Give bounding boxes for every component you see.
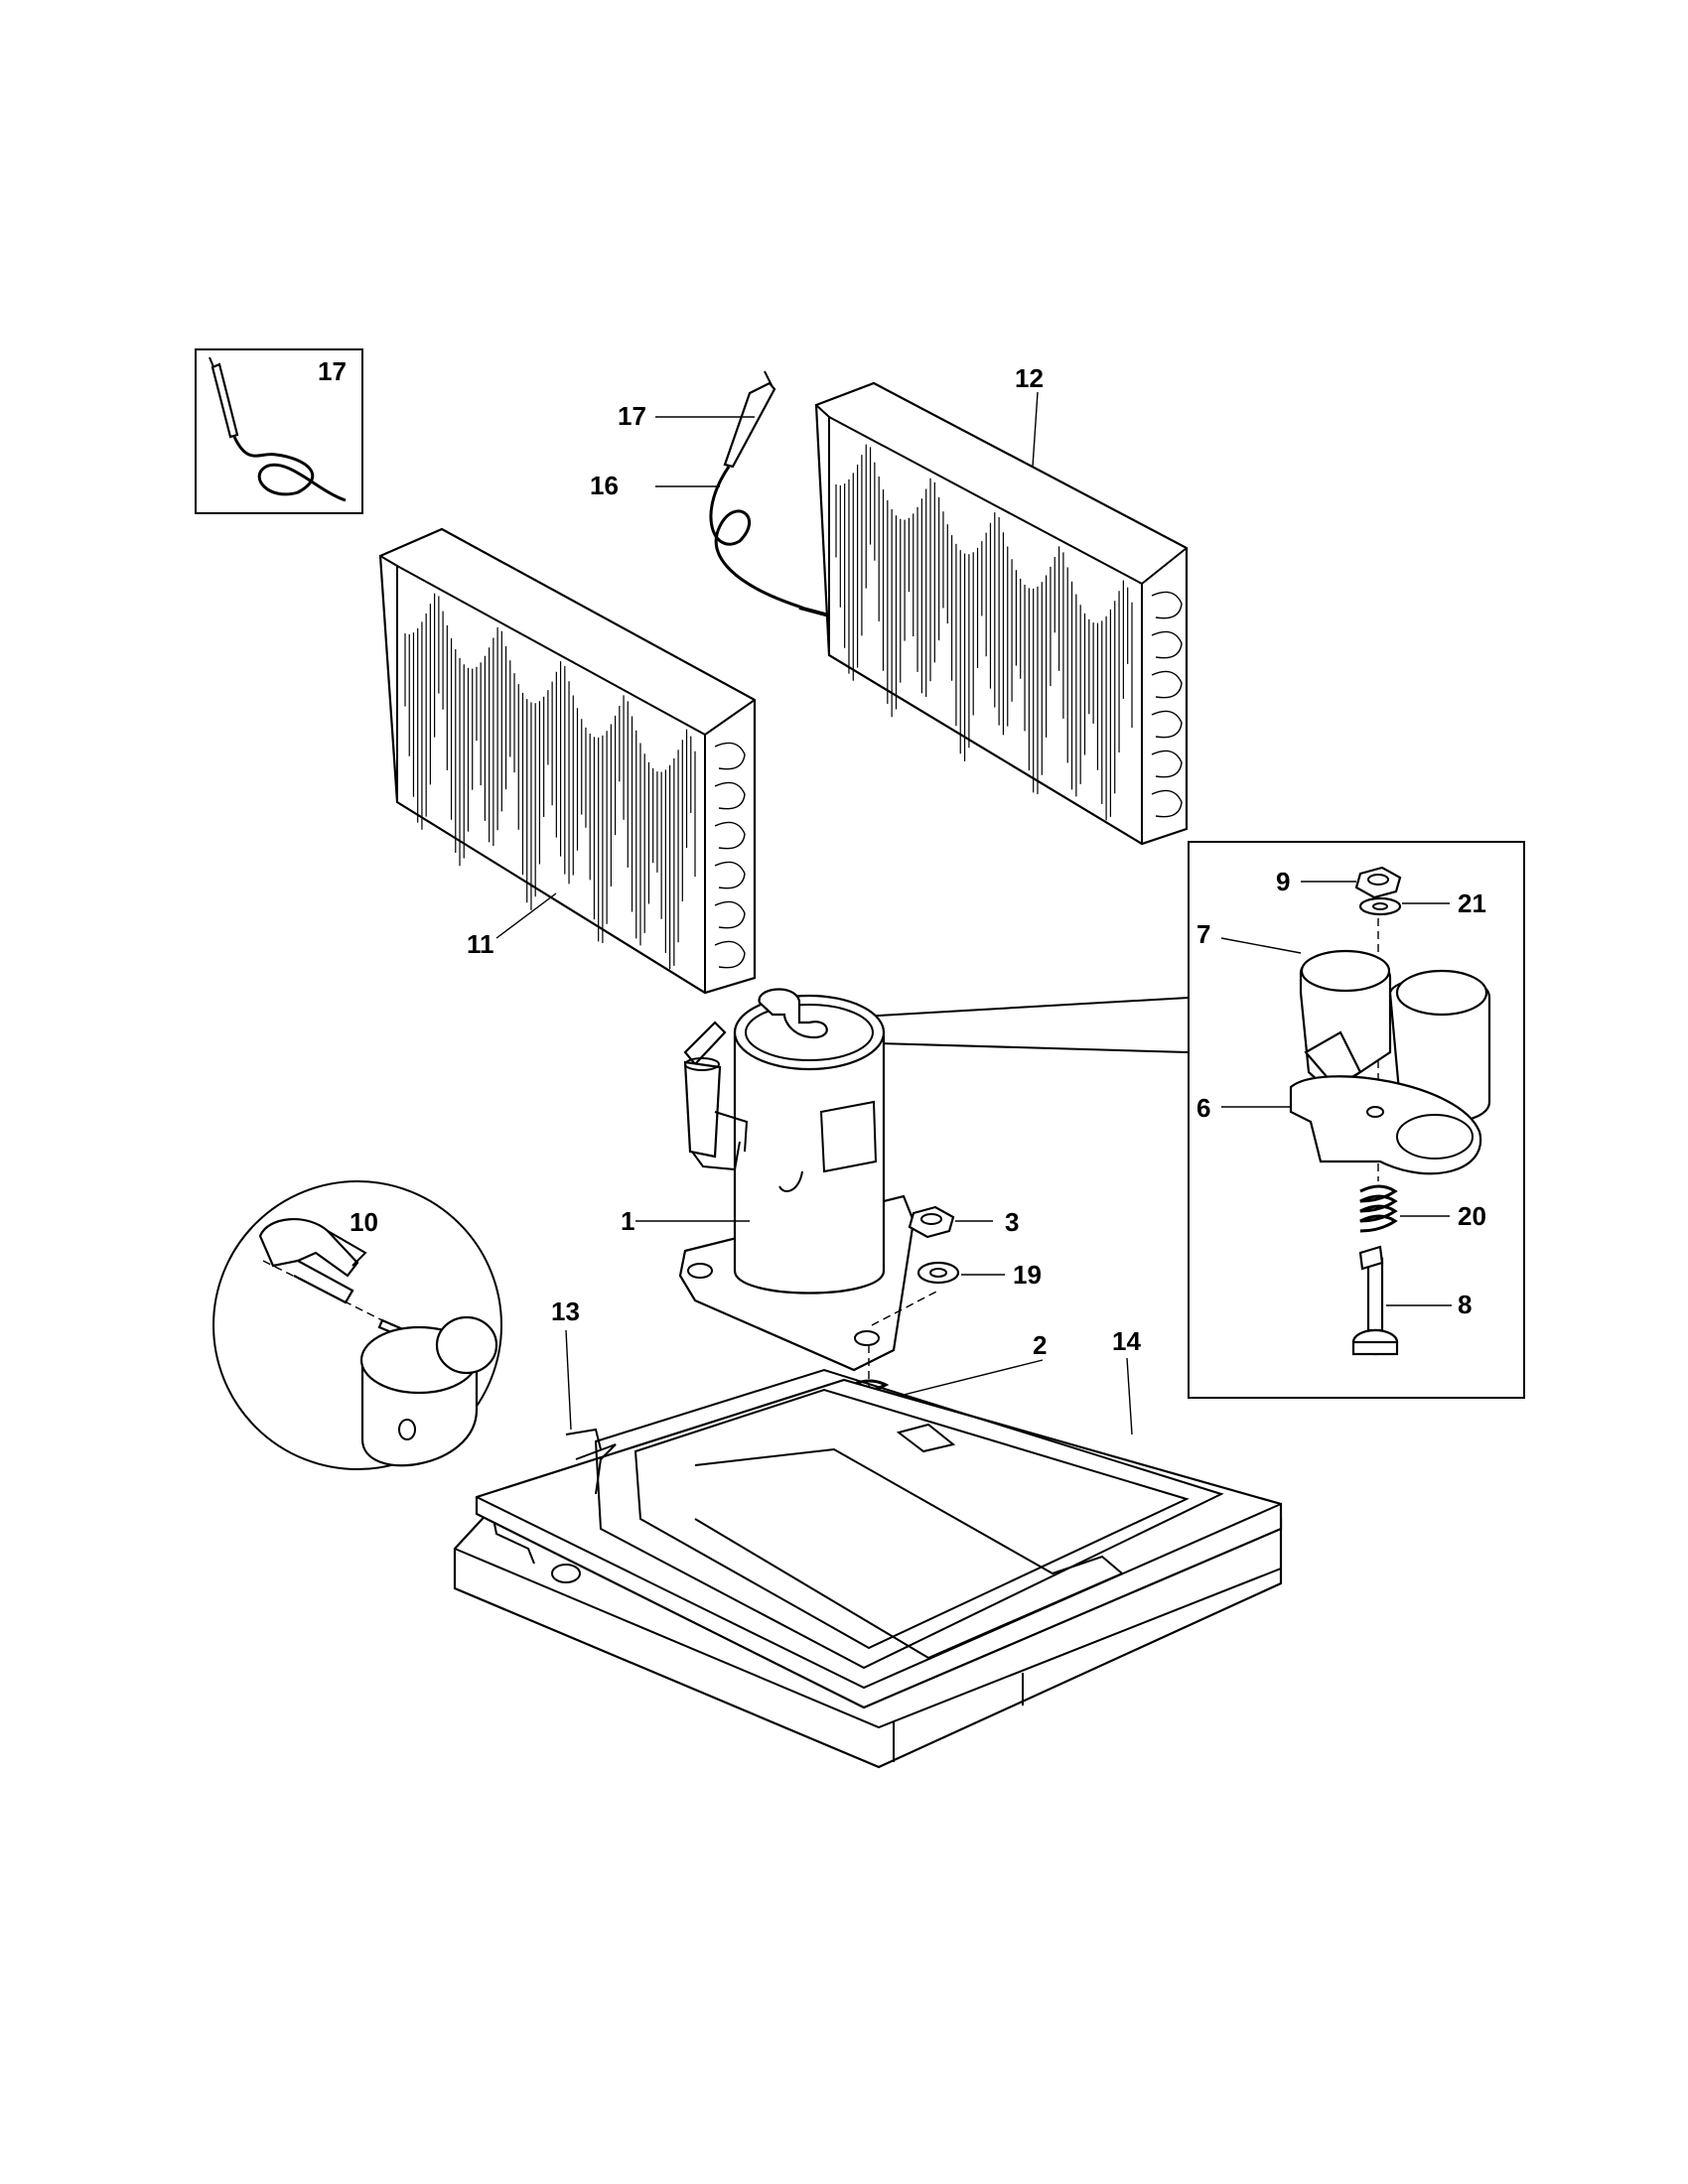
callout-8: 8 bbox=[1458, 1290, 1472, 1319]
callout-7: 7 bbox=[1196, 919, 1210, 949]
callout-1: 1 bbox=[621, 1206, 634, 1236]
callout-10: 10 bbox=[350, 1207, 378, 1237]
coil-12-tube-bends bbox=[1151, 591, 1183, 818]
callout-3: 3 bbox=[1005, 1207, 1019, 1237]
capacitor-inset-circle bbox=[212, 1180, 502, 1470]
compressor-icon bbox=[678, 988, 915, 1372]
nut-icon bbox=[908, 1205, 955, 1239]
callout-21: 21 bbox=[1458, 888, 1486, 918]
callout-16: 16 bbox=[590, 471, 619, 500]
callout-14: 14 bbox=[1112, 1326, 1141, 1356]
callout-19: 19 bbox=[1013, 1260, 1042, 1290]
callout-12: 12 bbox=[1015, 363, 1044, 393]
condenser-coil-12 bbox=[798, 381, 1189, 846]
callout-9: 9 bbox=[1276, 867, 1290, 896]
coil-11-tube-bends bbox=[714, 742, 746, 969]
sensor-icon bbox=[209, 356, 347, 502]
callout-17: 17 bbox=[618, 401, 646, 431]
sensor-icon bbox=[709, 370, 803, 610]
exploded-inset-box: 9 21 7 6 20 bbox=[843, 841, 1525, 1399]
callout-17-inset: 17 bbox=[318, 356, 347, 386]
callout-13: 13 bbox=[551, 1297, 580, 1326]
washer-icon bbox=[916, 1261, 960, 1285]
washer-icon bbox=[1358, 896, 1402, 916]
mounting-pin-icon bbox=[1351, 1245, 1399, 1356]
callout-2: 2 bbox=[1033, 1330, 1047, 1360]
nut-icon bbox=[1354, 866, 1402, 899]
clamp-bracket-icon bbox=[1299, 949, 1491, 1124]
callout-6: 6 bbox=[1196, 1093, 1210, 1123]
mounting-plate-icon bbox=[1289, 1075, 1482, 1175]
base-pan-icon bbox=[453, 1368, 1283, 1769]
inset-sensor-box: 17 bbox=[195, 348, 363, 514]
evaporator-coil-11 bbox=[378, 527, 757, 995]
callout-20: 20 bbox=[1458, 1201, 1486, 1231]
callout-11: 11 bbox=[467, 929, 494, 959]
spring-icon bbox=[1359, 1184, 1398, 1233]
